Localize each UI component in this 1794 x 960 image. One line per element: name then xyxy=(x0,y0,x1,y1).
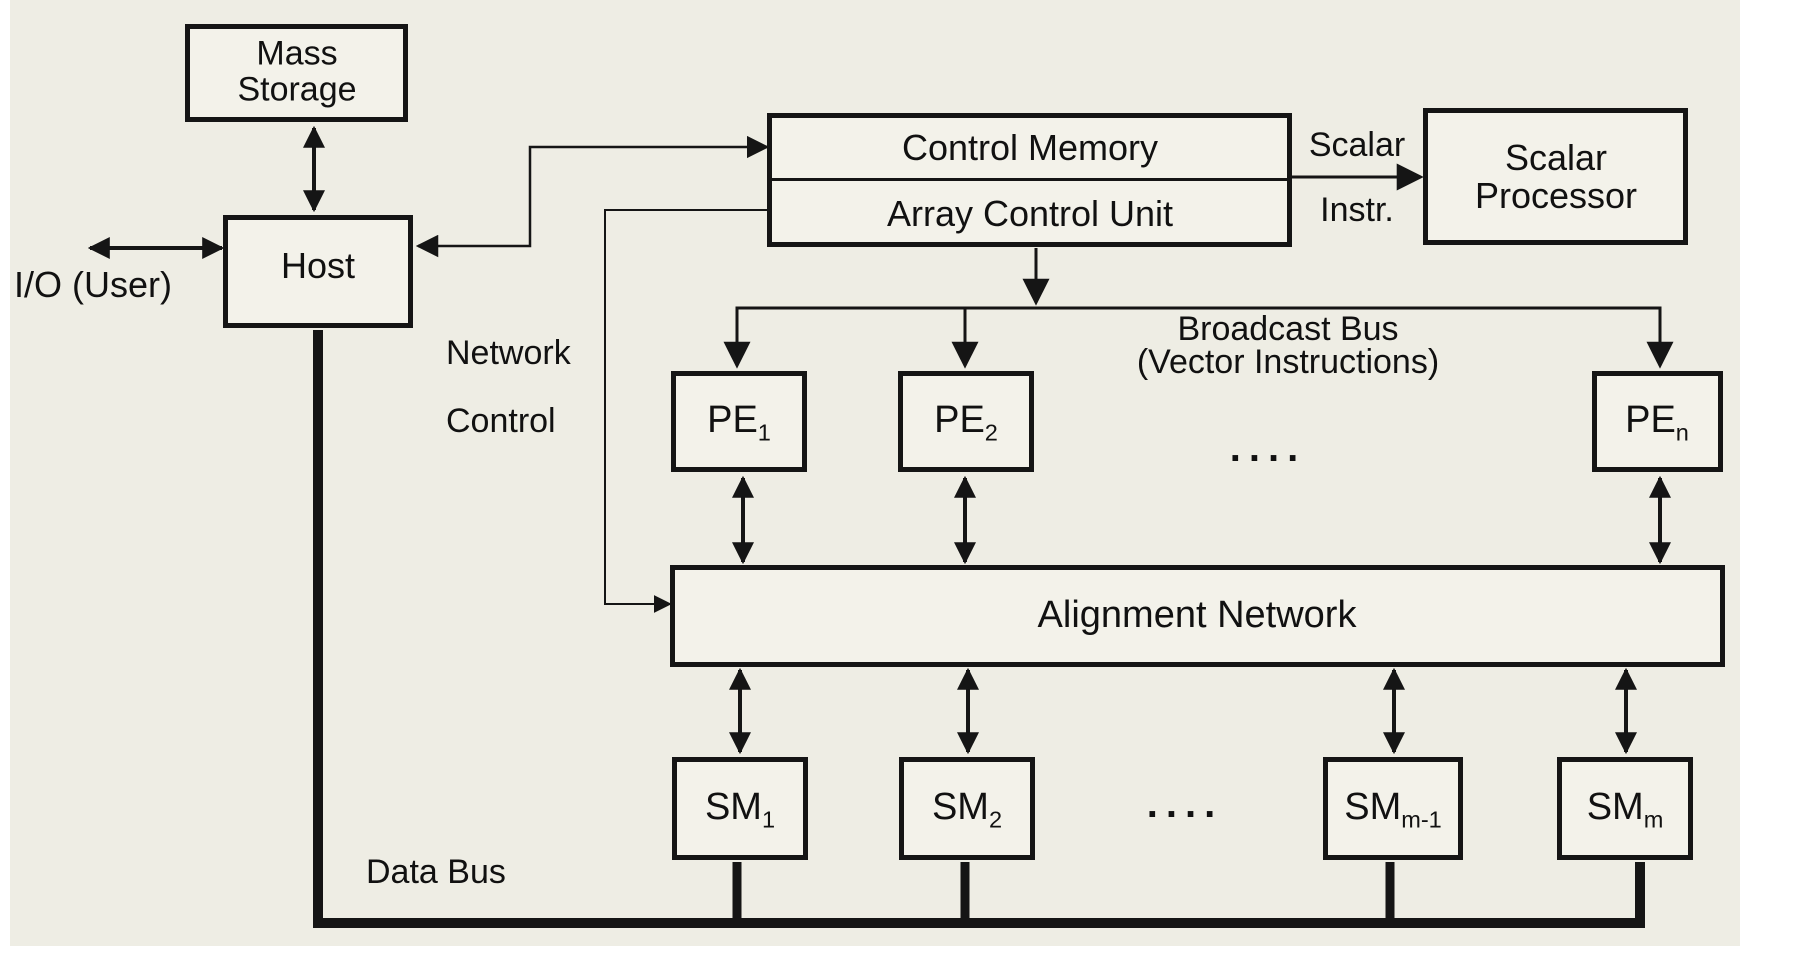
sm-ellipsis: .... xyxy=(1146,782,1224,826)
pen-box xyxy=(1592,371,1723,472)
data-bus-line xyxy=(313,330,1645,928)
control-memory-divider xyxy=(770,178,1289,181)
data-bus-label: Data Bus xyxy=(366,853,506,891)
mass-storage-box xyxy=(185,24,408,122)
control-memory-label: Control Memory xyxy=(901,127,1159,169)
mass-storage-label: Mass Storage xyxy=(237,34,357,108)
smm-box xyxy=(1557,757,1693,860)
smm-label: SMm xyxy=(1586,786,1664,833)
smm1-label: SMm-1 xyxy=(1344,786,1442,833)
sm1-box xyxy=(672,757,808,860)
host-label: Host xyxy=(280,245,356,287)
sm1-label: SM1 xyxy=(704,786,776,833)
array-control-unit-label: Array Control Unit xyxy=(886,193,1174,235)
sm2-box xyxy=(899,757,1035,860)
alignment-network-label: Alignment Network xyxy=(1037,594,1357,637)
pen-label: PEn xyxy=(1625,399,1689,446)
vector-instructions-label: (Vector Instructions) xyxy=(1136,343,1440,382)
smm1-box xyxy=(1323,757,1463,860)
pe1-box xyxy=(671,371,807,472)
broadcast-bus-label: Broadcast Bus xyxy=(1177,310,1399,349)
network-control-line xyxy=(604,209,767,613)
pe2-box xyxy=(898,371,1034,472)
pe-ellipsis: .... xyxy=(1229,426,1307,470)
host-control-memory-link xyxy=(415,135,770,258)
host-box xyxy=(223,215,413,328)
pe2-label: PE2 xyxy=(934,399,998,446)
scalar-label: Scalar xyxy=(1308,126,1406,165)
pe1-label: PE1 xyxy=(707,399,771,446)
control-label: Control xyxy=(446,402,556,440)
alignment-network-box xyxy=(670,565,1725,667)
io-user-label: I/O (User) xyxy=(14,264,172,305)
instr-label: Instr. xyxy=(1320,191,1394,230)
network-label: Network xyxy=(446,334,571,372)
sm2-label: SM2 xyxy=(931,786,1003,833)
scalar-processor-box xyxy=(1423,108,1688,245)
scalar-processor-label: Scalar Processor xyxy=(1474,137,1638,216)
